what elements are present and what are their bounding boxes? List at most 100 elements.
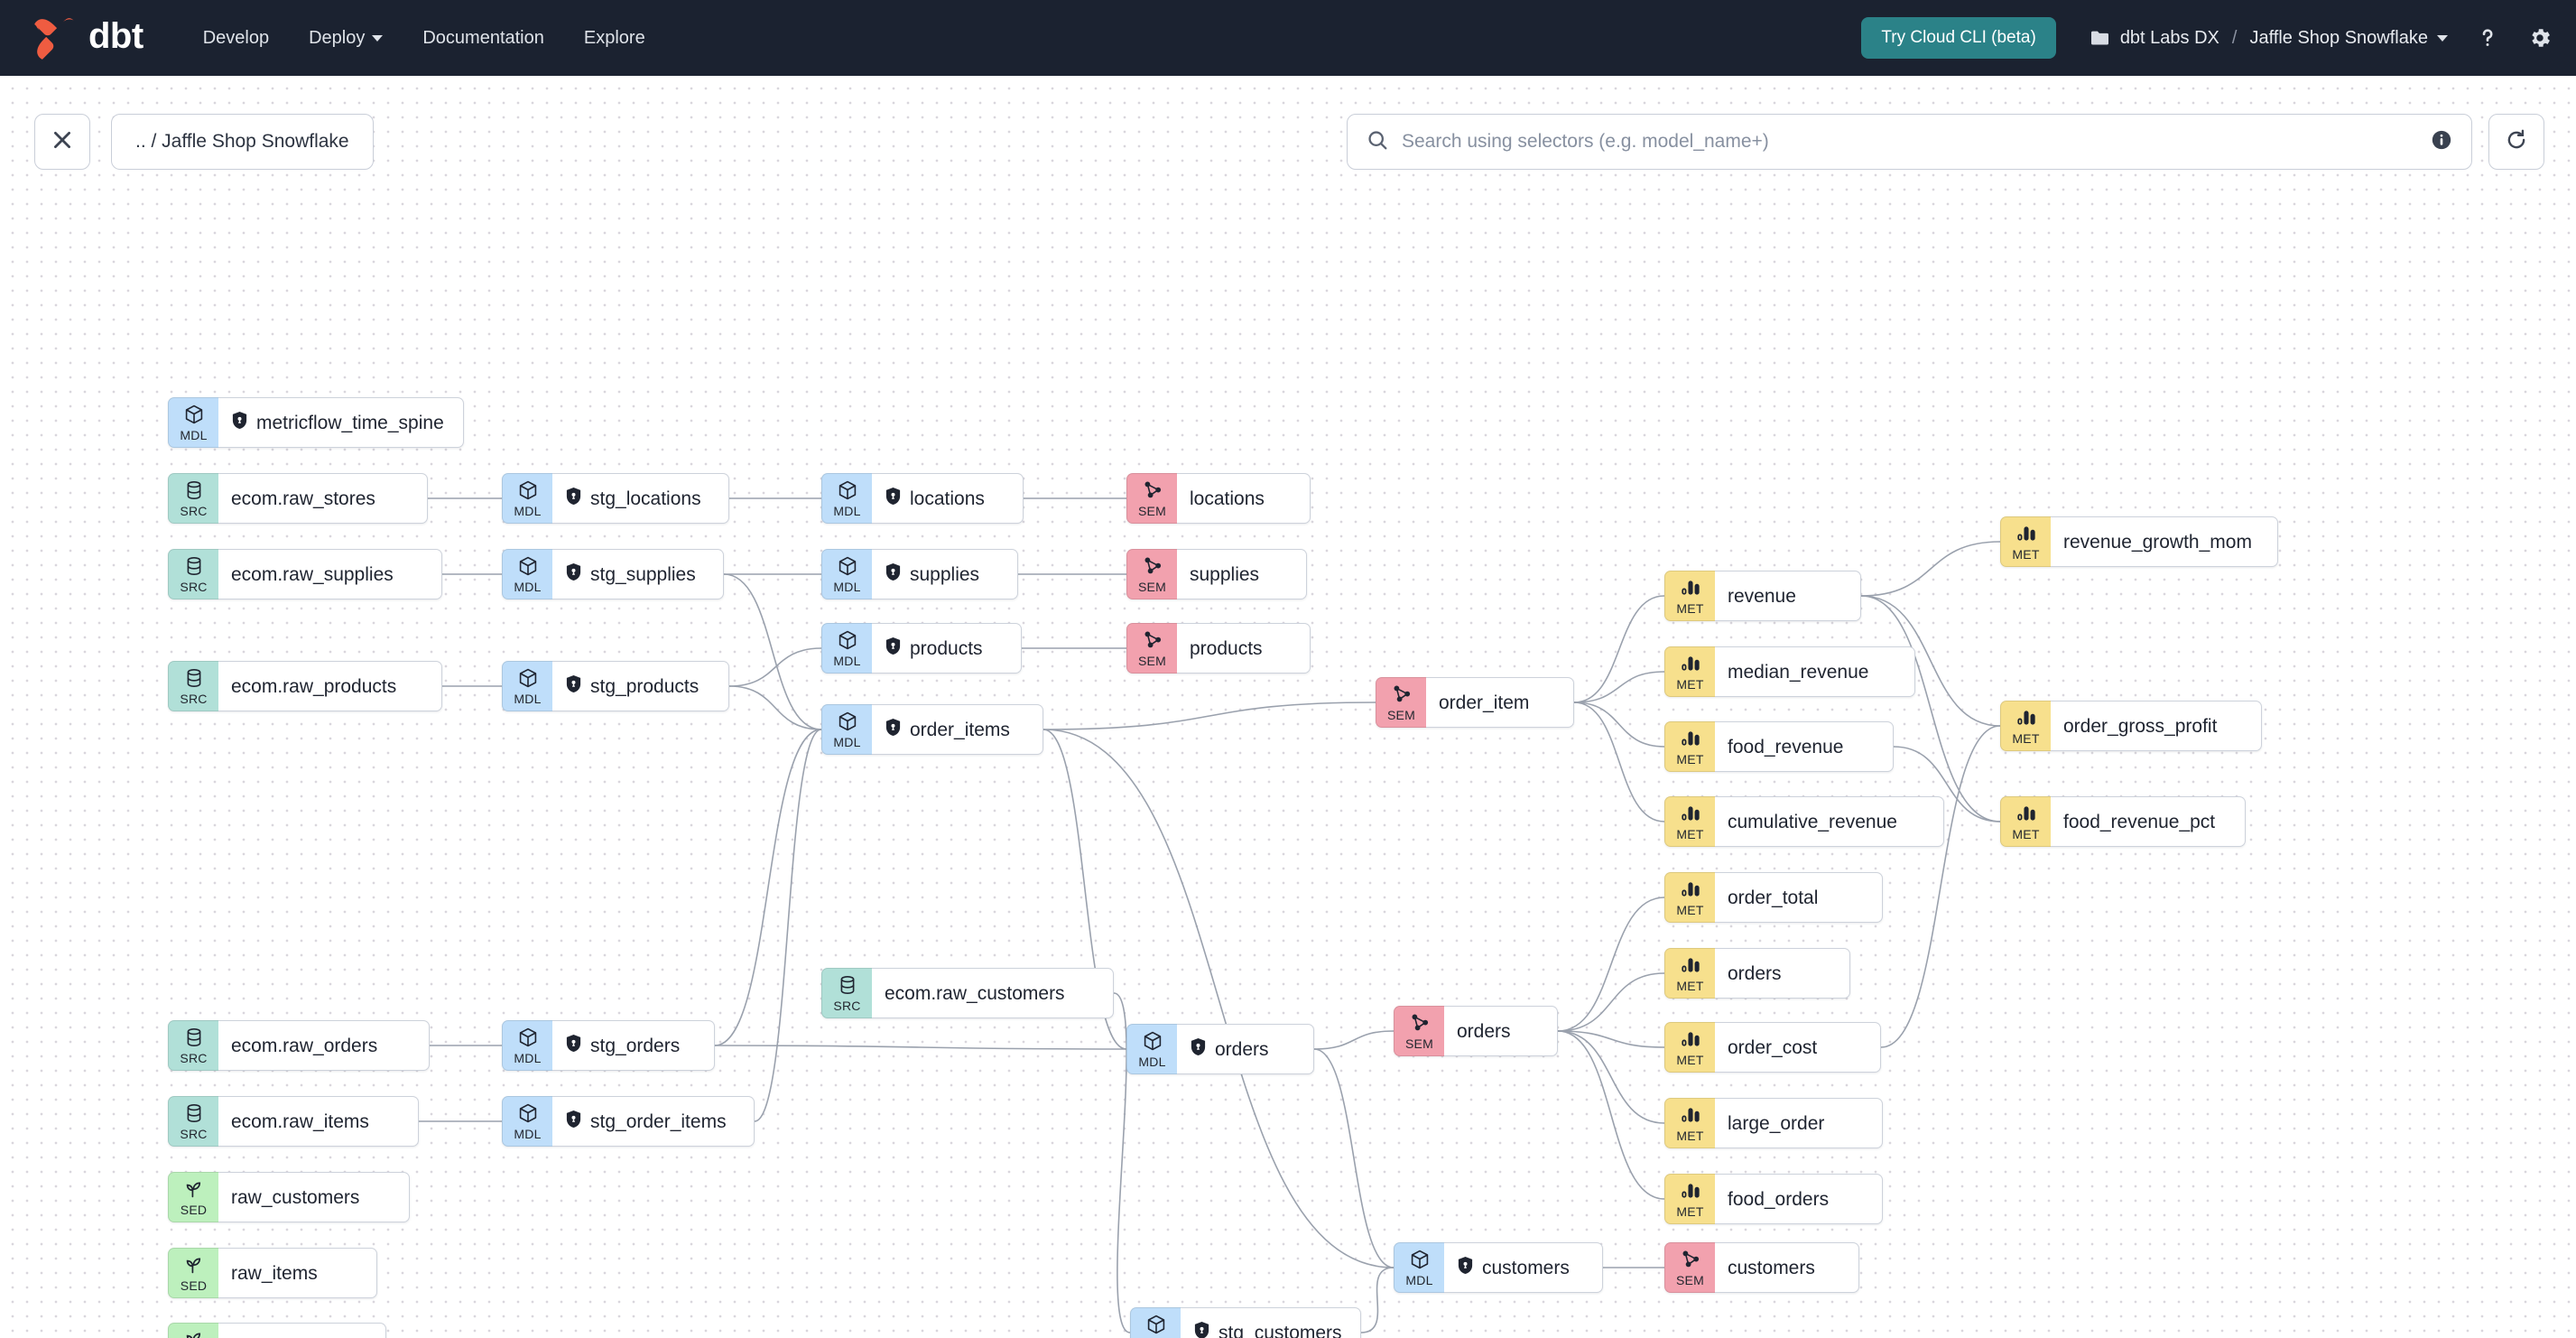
lineage-node-stg_locations[interactable]: MDL stg_locations: [502, 473, 729, 524]
bar-chart-icon: [1680, 1028, 1701, 1055]
lineage-edge-stg_customers-to-mdl_customers: [1360, 1267, 1395, 1333]
lineage-node-mdl_customers[interactable]: MDL customers: [1394, 1242, 1603, 1293]
node-type-badge-sem: SEM: [1126, 473, 1177, 524]
node-label-stg_products: stg_products: [590, 675, 700, 697]
lineage-node-ecom_raw_customers[interactable]: SRC ecom.raw_customers: [821, 968, 1114, 1018]
node-label-stg_locations: stg_locations: [590, 488, 701, 509]
lineage-node-met_large_order[interactable]: MET large_order: [1664, 1098, 1883, 1148]
lineage-node-met_median_revenue[interactable]: MET median_revenue: [1664, 646, 1915, 697]
lineage-node-ecom_raw_stores[interactable]: SRC ecom.raw_stores: [168, 473, 428, 524]
nav-link-develop[interactable]: Develop: [183, 19, 289, 58]
lineage-edge-ecom_raw_customers-to-stg_customers: [1113, 992, 1131, 1333]
project-selector[interactable]: Jaffle Shop Snowflake: [2249, 28, 2448, 49]
lineage-node-mdl_order_items[interactable]: MDL order_items: [821, 704, 1043, 755]
search-input[interactable]: [1402, 131, 2430, 153]
nav-link-deploy[interactable]: Deploy: [289, 19, 403, 58]
database-icon: [183, 667, 205, 693]
lineage-node-sem_order_item[interactable]: SEM order_item: [1376, 677, 1574, 728]
lineage-node-met_order_gross_profit[interactable]: MET order_gross_profit: [2000, 701, 2262, 751]
node-type-badge-mdl: MDL: [821, 473, 872, 524]
lineage-node-stg_customers[interactable]: MDL stg_customers: [1130, 1307, 1361, 1338]
lineage-node-mdl_orders[interactable]: MDL orders: [1126, 1024, 1314, 1074]
lineage-node-stg_supplies[interactable]: MDL stg_supplies: [502, 549, 724, 599]
node-type-badge-mdl: MDL: [168, 397, 218, 448]
help-question-icon[interactable]: [2448, 25, 2500, 51]
lineage-node-mdl_supplies[interactable]: MDL supplies: [821, 549, 1018, 599]
node-type-label: MET: [2012, 827, 2040, 841]
lineage-edge-stg_orders-to-mdl_orders: [714, 1045, 1127, 1050]
nav-right-cluster: Try Cloud CLI (beta) dbt Labs DX / Jaffl…: [1861, 17, 2576, 59]
graph-breadcrumb[interactable]: .. / Jaffle Shop Snowflake: [111, 114, 374, 170]
lineage-node-met_food_revenue[interactable]: MET food_revenue: [1664, 721, 1894, 772]
lineage-graph-canvas[interactable]: MDL metricflow_time_spine SRC ecom.raw_s…: [0, 76, 2576, 1338]
lineage-node-ecom_raw_supplies[interactable]: SRC ecom.raw_supplies: [168, 549, 442, 599]
chevron-down-icon: [2437, 34, 2448, 42]
lineage-node-sem_products[interactable]: SEM products: [1126, 623, 1311, 674]
refresh-graph-button[interactable]: [2488, 114, 2544, 170]
lineage-node-mdl_locations[interactable]: MDL locations: [821, 473, 1024, 524]
node-type-label: MET: [1676, 827, 1704, 841]
shield-icon: [885, 487, 902, 510]
lineage-node-ecom_raw_items[interactable]: SRC ecom.raw_items: [168, 1096, 419, 1147]
node-type-badge-src: SRC: [168, 1096, 218, 1147]
lineage-node-stg_products[interactable]: MDL stg_products: [502, 661, 729, 711]
node-body: raw_customers: [218, 1172, 410, 1222]
lineage-node-met_food_orders[interactable]: MET food_orders: [1664, 1174, 1883, 1224]
lineage-node-met_orders[interactable]: MET orders: [1664, 948, 1850, 999]
info-circle-icon[interactable]: [2430, 128, 2453, 156]
node-body: locations: [1177, 473, 1311, 524]
node-type-label: MET: [2012, 731, 2040, 746]
lineage-edge-met_food_revenue-to-met_food_revenue_pct: [1893, 746, 2001, 822]
lineage-node-raw_items[interactable]: SED raw_items: [168, 1248, 377, 1298]
lineage-node-raw_orders[interactable]: SED raw_orders: [168, 1323, 386, 1338]
nav-link-develop-label: Develop: [202, 27, 270, 48]
lineage-node-met_revenue[interactable]: MET revenue: [1664, 571, 1861, 621]
account-name[interactable]: dbt Labs DX: [2119, 27, 2219, 48]
refresh-icon: [2505, 128, 2528, 156]
lineage-node-met_food_revenue_pct[interactable]: MET food_revenue_pct: [2000, 796, 2246, 847]
lineage-node-sem_locations[interactable]: SEM locations: [1126, 473, 1311, 524]
node-type-badge-met: MET: [1664, 796, 1715, 847]
nav-link-documentation[interactable]: Documentation: [403, 19, 564, 58]
node-type-badge-src: SRC: [168, 661, 218, 711]
node-type-label: SEM: [1138, 504, 1166, 518]
node-body: food_revenue: [1715, 721, 1894, 772]
nav-link-deploy-label: Deploy: [309, 27, 366, 48]
lineage-node-met_cumulative_revenue[interactable]: MET cumulative_revenue: [1664, 796, 1944, 847]
try-cloud-cli-button[interactable]: Try Cloud CLI (beta): [1861, 17, 2056, 59]
lineage-node-met_revenue_growth_mom[interactable]: MET revenue_growth_mom: [2000, 516, 2278, 567]
graph-nodes-icon: [1680, 1249, 1701, 1275]
node-label-met_cumulative_revenue: cumulative_revenue: [1728, 811, 1897, 832]
lineage-node-met_order_cost[interactable]: MET order_cost: [1664, 1022, 1881, 1073]
nav-link-explore[interactable]: Explore: [564, 19, 665, 58]
node-label-met_large_order: large_order: [1728, 1112, 1825, 1134]
node-type-badge-sem: SEM: [1394, 1006, 1444, 1056]
lineage-node-raw_customers[interactable]: SED raw_customers: [168, 1172, 410, 1222]
node-type-badge-mdl: MDL: [821, 704, 872, 755]
cube-icon: [1142, 1030, 1163, 1056]
gear-icon[interactable]: [2500, 25, 2553, 51]
node-label-mdl_products: products: [910, 637, 983, 659]
node-label-ecom_raw_customers: ecom.raw_customers: [885, 982, 1065, 1004]
lineage-node-sem_supplies[interactable]: SEM supplies: [1126, 549, 1307, 599]
node-body: ecom.raw_products: [218, 661, 442, 711]
lineage-node-met_order_total[interactable]: MET order_total: [1664, 872, 1883, 923]
lineage-node-stg_orders[interactable]: MDL stg_orders: [502, 1020, 715, 1071]
lineage-node-metricflow_time_spine[interactable]: MDL metricflow_time_spine: [168, 397, 464, 448]
node-body: order_cost: [1715, 1022, 1881, 1073]
node-label-metricflow_time_spine: metricflow_time_spine: [256, 412, 444, 433]
node-label-met_median_revenue: median_revenue: [1728, 661, 1869, 683]
search-bar[interactable]: [1347, 114, 2472, 170]
lineage-node-sem_orders[interactable]: SEM orders: [1394, 1006, 1558, 1056]
lineage-node-ecom_raw_orders[interactable]: SRC ecom.raw_orders: [168, 1020, 430, 1071]
close-lineage-button[interactable]: [34, 114, 90, 170]
lineage-node-mdl_products[interactable]: MDL products: [821, 623, 1022, 674]
node-body: products: [1177, 623, 1311, 674]
node-type-badge-mdl: MDL: [502, 1096, 552, 1147]
lineage-node-ecom_raw_products[interactable]: SRC ecom.raw_products: [168, 661, 442, 711]
graph-nodes-icon: [1142, 555, 1163, 581]
node-body: supplies: [1177, 549, 1307, 599]
lineage-node-sem_customers[interactable]: SEM customers: [1664, 1242, 1859, 1293]
dbt-brand[interactable]: dbt: [32, 14, 144, 61]
lineage-node-stg_order_items[interactable]: MDL stg_order_items: [502, 1096, 755, 1147]
